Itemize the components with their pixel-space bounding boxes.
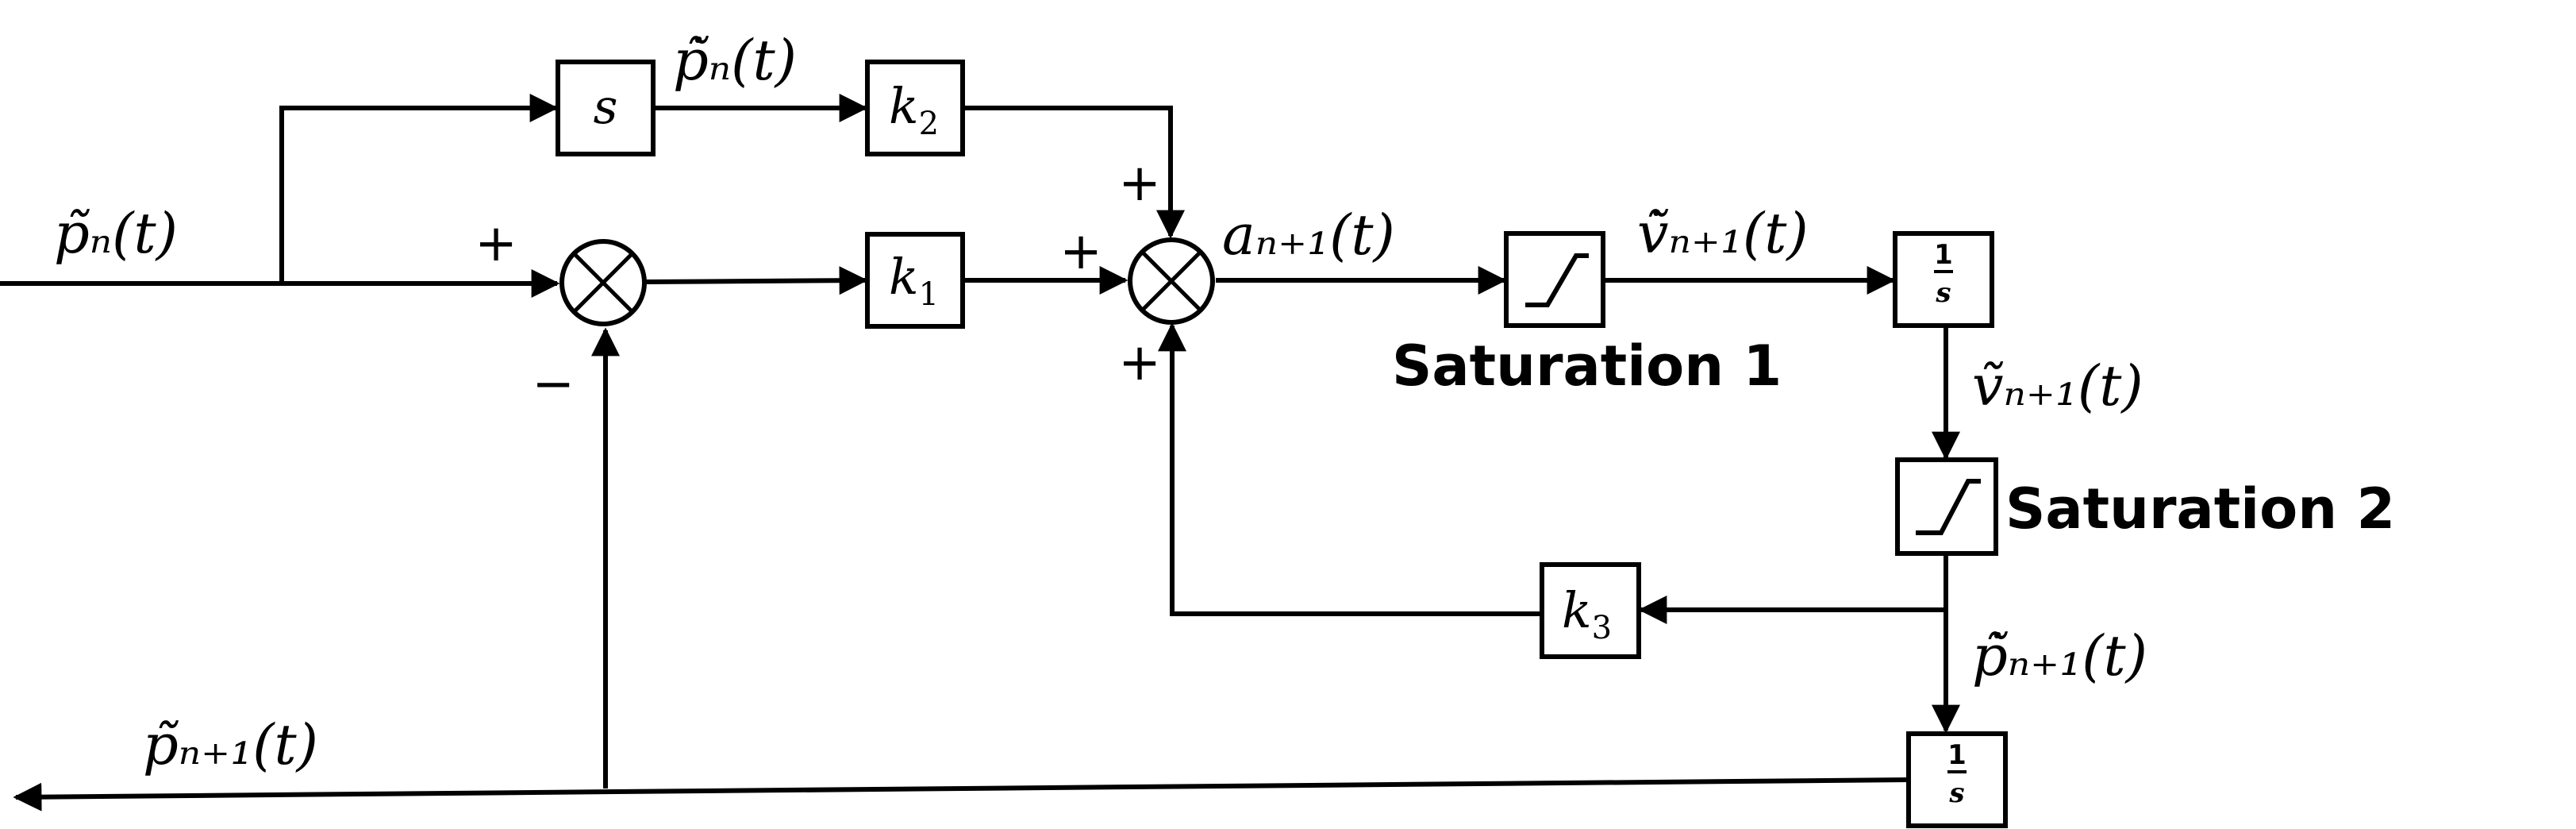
sum2-plus-top-sign: + [1118,154,1161,213]
input-signal-label: p̃ₙ(t) [54,201,178,266]
sum2-plus-bottom-sign: + [1118,334,1161,392]
integrator-1-den: s [1935,277,1951,309]
saturation-2-icon [1916,479,1981,535]
k3-block [1540,562,1641,659]
sum1-to-k1-wire [644,266,868,295]
saturation-1-icon [1525,253,1589,307]
sum2-plus-left-sign: + [1059,222,1102,281]
saturation-2-label: Saturation 2 [2005,476,2395,542]
pos-dot-signal-label: p̃̇ₙ₊₁(t) [1972,623,2147,688]
integrator-2-den: s [1948,777,1964,809]
output-signal-label: p̃ₙ₊₁(t) [143,712,318,777]
integrator-2-block [1906,731,2008,828]
k1-block-label: k1 [889,248,939,313]
output-wire [13,777,1909,812]
derivative-signal-label: p̃̇ₙ(t) [673,28,797,93]
k3-block-label: k3 [1562,581,1612,646]
integrator-1-block [1893,231,1994,328]
k1-block [865,232,965,329]
summing-junction-1 [559,239,647,326]
accel-signal-label: aₙ₊₁(t) [1222,202,1395,268]
saturation-1-label: Saturation 1 [1392,334,1782,399]
derivative-block [556,60,656,156]
k2-block-label: k2 [889,77,939,142]
derivative-block-label: s [594,79,618,135]
branch-to-derivative-wire [279,94,559,283]
saturation-2-block [1895,457,1998,556]
summing-junction-2 [1128,237,1215,325]
k2-to-sum2-wire [964,106,1185,239]
integrator-2-num: 1 [1947,739,1967,771]
sum1-plus-sign: + [475,214,517,273]
integrator-1-num: 1 [1934,239,1953,271]
saturation-1-block [1504,231,1605,328]
k3-to-sum2-wire [1158,322,1542,616]
k2-block [865,60,965,156]
sum1-minus-sign: − [532,355,575,414]
vel-dot-signal-label: ṽ̇ₙ₊₁(t) [1637,201,1809,266]
velocity-signal-label: ṽₙ₊₁(t) [1972,353,2143,418]
